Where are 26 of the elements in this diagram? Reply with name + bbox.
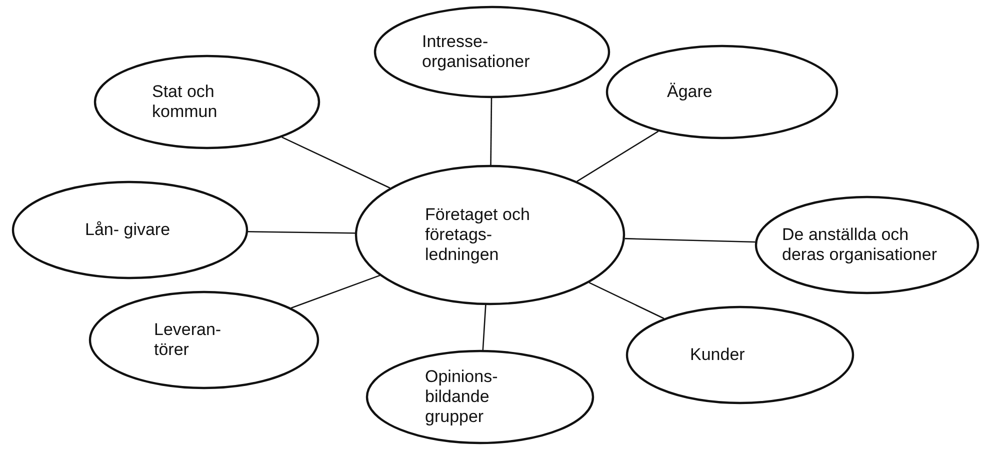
node-label: Lån- givare — [85, 220, 172, 240]
connector-line — [624, 238, 756, 243]
stakeholder-ellipse — [366, 350, 594, 444]
connector-line — [282, 136, 390, 189]
node-label: Företaget och företags- ledningen — [425, 205, 531, 265]
node-label: Stat och kommun — [152, 82, 218, 122]
stakeholder-ellipse — [755, 196, 979, 294]
stakeholder-ellipse — [355, 165, 625, 305]
stakeholder-ellipse — [89, 291, 319, 389]
node-label: Kunder — [690, 345, 746, 365]
connector-line — [490, 98, 492, 165]
stakeholder-ellipse — [626, 306, 854, 404]
stakeholder-ellipse — [606, 45, 838, 139]
node-label: Opinions- bildande grupper — [425, 367, 499, 427]
node-label: De anställda och deras organisationer — [782, 225, 938, 265]
stakeholder-ellipse — [94, 55, 320, 149]
connector-line — [576, 130, 659, 182]
node-label: Intresse- organisationer — [422, 32, 531, 72]
connector-line — [290, 274, 380, 309]
connector-line — [588, 282, 664, 320]
node-label: Ägare — [667, 82, 714, 102]
stakeholder-ellipse — [12, 181, 248, 279]
node-label: Leveran- törer — [154, 320, 222, 360]
connector-line — [248, 231, 356, 234]
connector-line — [482, 304, 486, 350]
stakeholder-ellipse — [374, 6, 610, 98]
